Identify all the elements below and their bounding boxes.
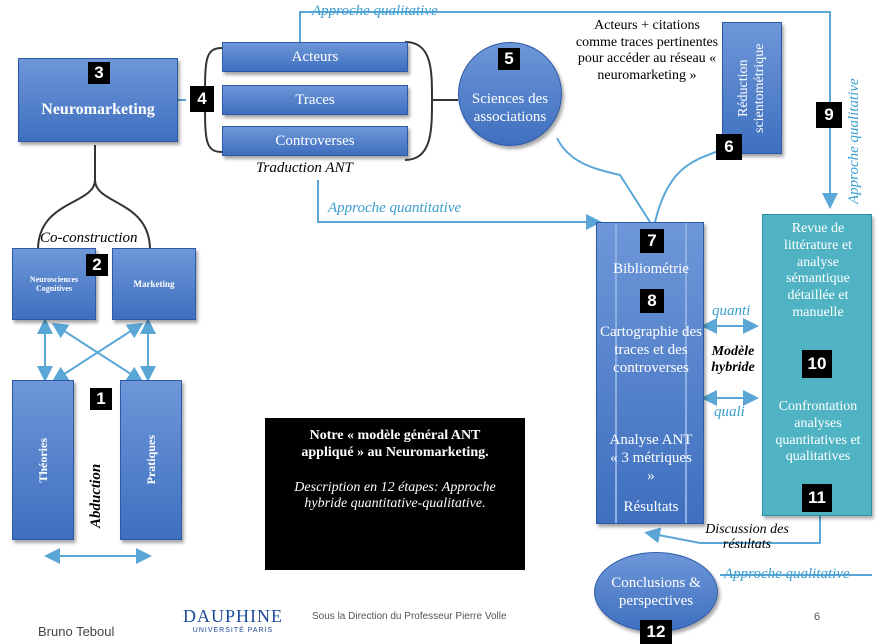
traduction-label: Traduction ANT <box>256 160 353 176</box>
model-notice-box: Notre « modèle général ANT appliqué » au… <box>265 418 525 570</box>
quali-label: quali <box>714 404 745 420</box>
neurosciences-box: Neurosciences Cognitives <box>12 248 96 320</box>
step-2-badge: 2 <box>86 254 108 276</box>
column-line-right <box>685 223 687 523</box>
acteurs-box: Acteurs <box>222 42 408 72</box>
neurosciences-label: Neurosciences Cognitives <box>29 275 79 293</box>
bibliometrie-label: Bibliométrie <box>613 261 689 277</box>
revue-label: Revue de littérature et analyse sémantiq… <box>783 221 853 320</box>
co-construction-label: Co-construction <box>40 230 138 246</box>
step-12-badge: 12 <box>640 620 672 644</box>
traces-box: Traces <box>222 85 408 115</box>
traces-label: Traces <box>295 91 335 108</box>
step-3-badge: 3 <box>88 62 110 84</box>
step-7-badge: 7 <box>640 229 664 253</box>
logo-main: DAUPHINE <box>183 606 283 626</box>
reduction-box: Réduction scientométrique <box>722 22 782 154</box>
approche-qual-top-label: Approche qualitative <box>312 3 438 19</box>
confrontation-label: Confrontation analyses quantitatives et … <box>775 399 861 465</box>
modele-hybride-label: Modèle hybride <box>711 344 755 376</box>
approche-quant-label: Approche quantitative <box>328 200 462 216</box>
pratiques-box: Pratiques <box>120 380 182 540</box>
approche-qual-right-label: Approche qualitative <box>846 78 862 204</box>
bibliometrie-column: Bibliométrie Cartographie des traces et … <box>596 222 704 524</box>
controverses-label: Controverses <box>275 132 355 149</box>
direction-text: Sous la Direction du Professeur Pierre V… <box>312 611 507 622</box>
author-name: Bruno Teboul <box>38 624 115 639</box>
approche-qual-bottom-label: Approche qualitative <box>724 566 850 582</box>
sciences-label: Sciences des associations <box>471 91 549 125</box>
dauphine-logo: DAUPHINE UNIVERSITÉ PARIS <box>180 606 286 634</box>
controverses-box: Controverses <box>222 126 408 156</box>
step-11-badge: 11 <box>802 484 832 512</box>
step-1-badge: 1 <box>90 388 112 410</box>
column-line-left <box>615 223 617 523</box>
step-9-badge: 9 <box>816 102 842 128</box>
abduction-label: Abduction <box>88 463 104 528</box>
theories-box: Théories <box>12 380 74 540</box>
acteurs-label: Acteurs <box>291 48 339 65</box>
bracket-right <box>404 41 434 161</box>
step-6-badge: 6 <box>716 134 742 160</box>
marketing-box: Marketing <box>112 248 196 320</box>
discussion-label: Discussion des résultats <box>705 522 789 553</box>
neuromarketing-label: Neuromarketing <box>41 101 155 118</box>
quanti-label: quanti <box>712 303 751 319</box>
notice-description: Description en 12 étapes: Approche hybri… <box>294 479 496 512</box>
logo-sub: UNIVERSITÉ PARIS <box>192 627 274 634</box>
sciences-to-biblio <box>556 137 651 223</box>
pratiques-label: Pratiques <box>143 435 158 485</box>
notice-title: Notre « modèle général ANT appliqué » au… <box>301 428 489 460</box>
page-number: 6 <box>814 611 821 623</box>
acteurs-citations-text: Acteurs + citations comme traces pertine… <box>575 18 719 83</box>
step-4-badge: 4 <box>190 86 214 112</box>
discussion-line <box>644 515 821 544</box>
cartographie-label: Cartographie des traces et des controver… <box>599 324 703 376</box>
step-5-badge: 5 <box>498 48 520 70</box>
theories-label: Théories <box>35 437 50 483</box>
analyse-ant-label: Analyse ANT « 3 métriques » <box>609 432 693 484</box>
resultats-label: Résultats <box>623 499 679 515</box>
marketing-label: Marketing <box>133 279 175 289</box>
step-10-badge: 10 <box>802 350 832 378</box>
conclusions-label: Conclusions & perspectives <box>611 575 701 609</box>
step-8-badge: 8 <box>640 289 664 313</box>
approche-quant-line <box>317 180 602 230</box>
conclusions-ellipse: Conclusions & perspectives <box>594 552 718 632</box>
